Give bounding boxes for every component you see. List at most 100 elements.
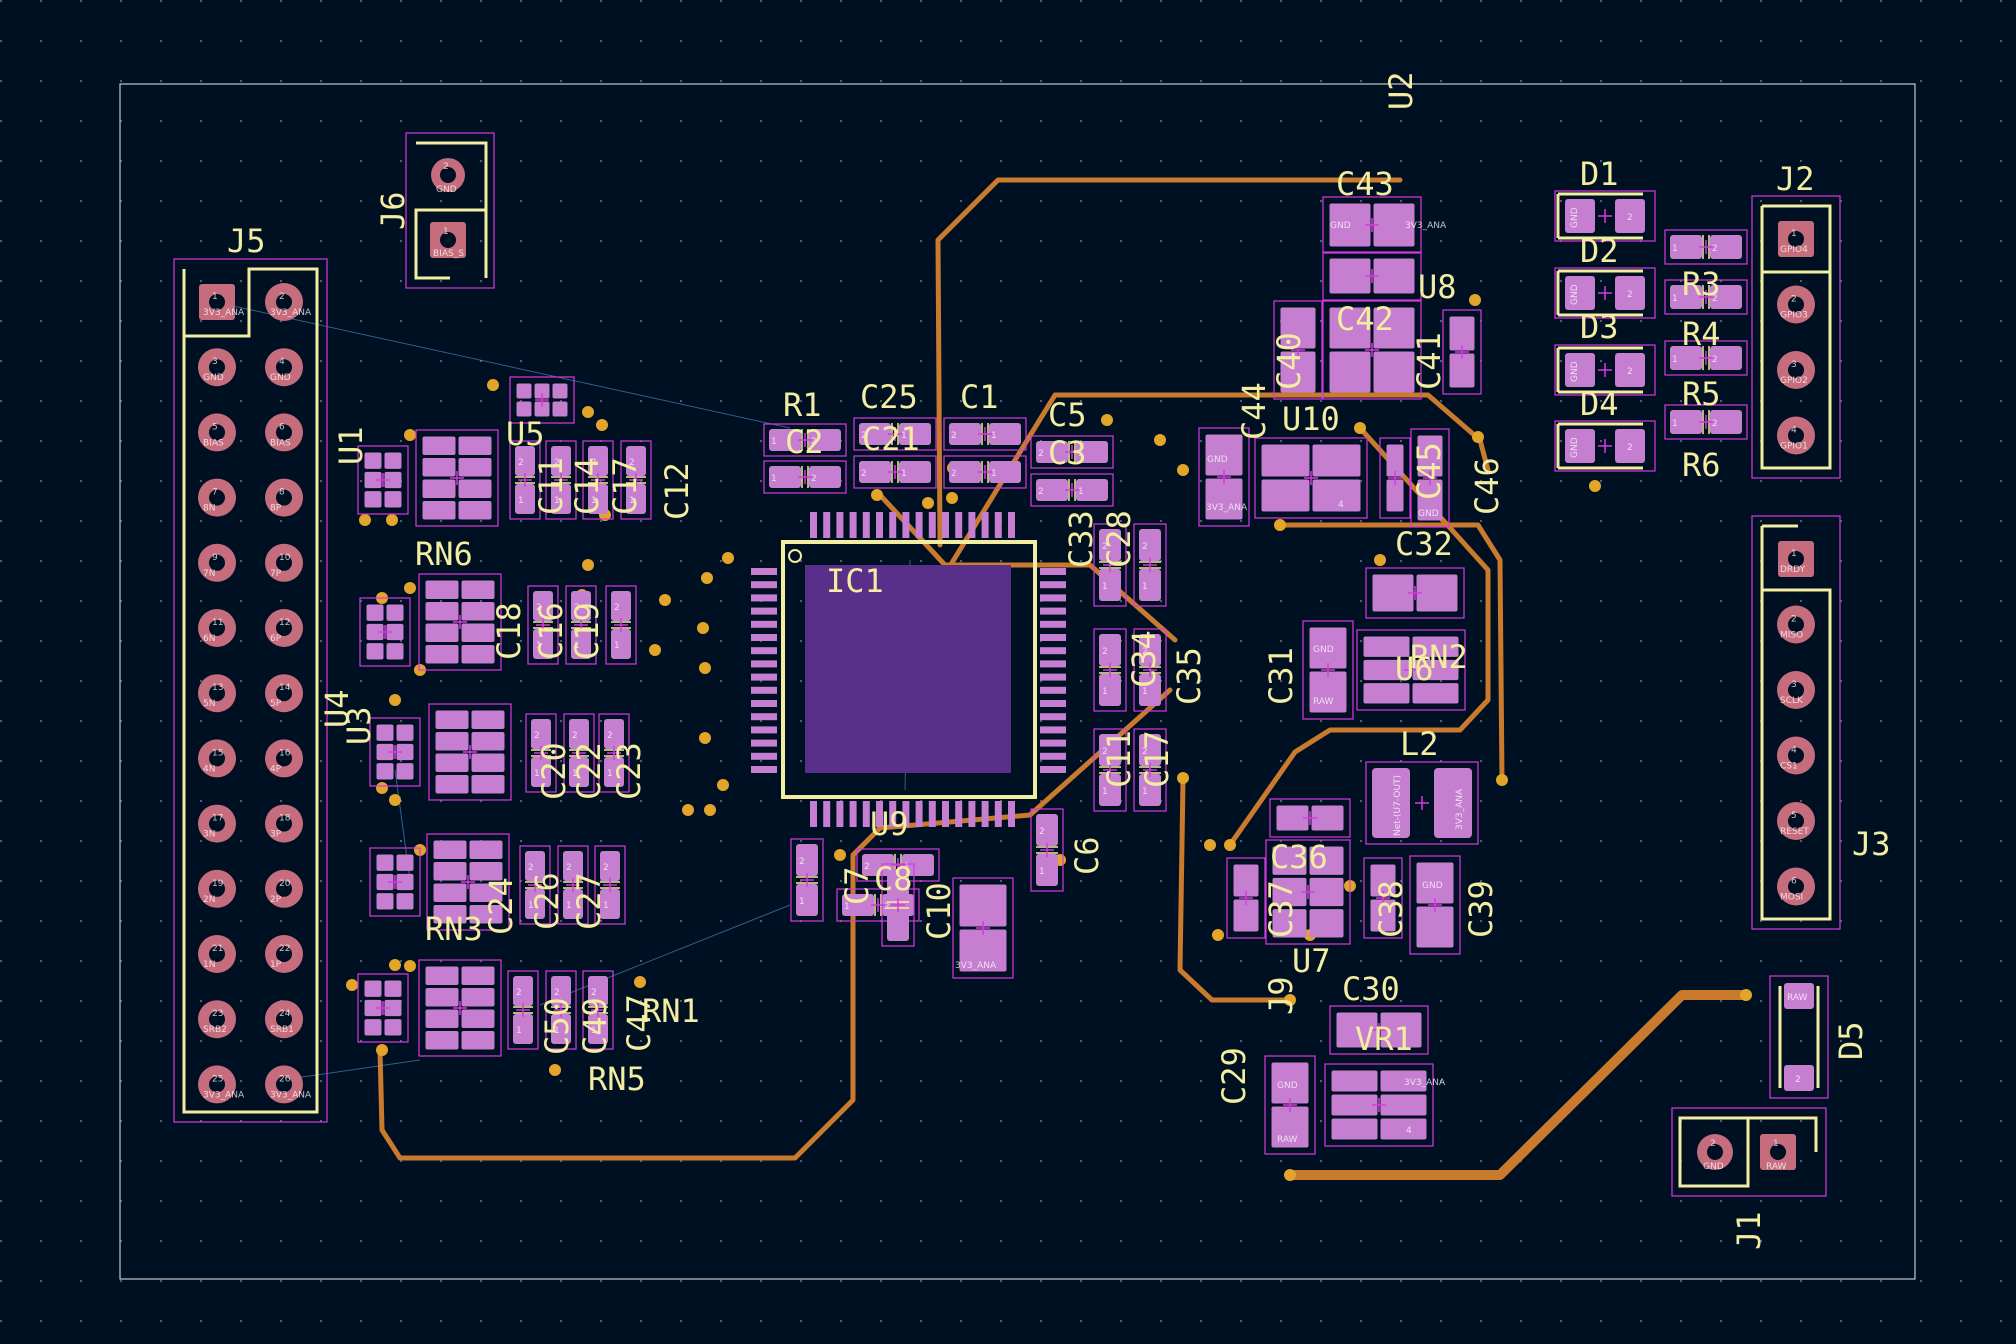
pad[interactable] [1309,909,1344,938]
pad[interactable] [461,602,495,621]
pad[interactable] [422,501,456,520]
pad[interactable] [376,854,394,871]
ic1-thermal-pad[interactable] [805,565,1011,773]
pad[interactable] [1670,346,1702,370]
pad[interactable] [461,623,495,643]
pad[interactable] [1380,1094,1427,1116]
inductor-l2[interactable]: Net-(U7-OUT)3V3_ANA [1365,761,1479,845]
pad[interactable] [1565,199,1595,233]
pad[interactable] [1311,805,1344,831]
pad[interactable] [461,645,495,664]
pad[interactable] [531,757,551,787]
smd-package[interactable] [369,847,421,917]
pad[interactable] [471,753,505,773]
pad[interactable] [525,851,545,881]
smd-package[interactable] [359,597,411,667]
pad[interactable] [1099,569,1121,601]
pad[interactable] [989,461,1021,483]
smd-passive[interactable]: 21 [620,440,652,520]
pad[interactable] [376,873,394,891]
pad[interactable] [959,929,1007,972]
pad[interactable] [396,854,414,871]
pad[interactable] [425,1009,459,1029]
pad[interactable] [604,757,624,787]
pad[interactable] [1449,316,1475,351]
pad[interactable] [435,753,469,773]
pad[interactable] [1615,429,1645,463]
pad[interactable] [425,602,459,621]
pad[interactable] [571,591,591,621]
pad[interactable] [769,466,801,488]
pad[interactable] [551,976,571,1006]
pad[interactable] [552,401,568,417]
smd-passive[interactable]: 21 [545,970,577,1050]
pad[interactable] [525,889,545,919]
pad[interactable] [862,854,894,876]
pad[interactable] [376,724,394,741]
pad[interactable] [1276,805,1309,831]
pad[interactable] [1363,683,1410,704]
pad[interactable] [588,976,608,1006]
pad[interactable] [1272,909,1307,938]
pad[interactable] [386,643,404,660]
pad[interactable] [1615,276,1645,310]
pad[interactable] [887,869,909,901]
pad[interactable] [376,743,394,761]
pad[interactable] [626,484,646,514]
pad[interactable] [471,710,505,730]
pad[interactable] [1139,734,1161,766]
pad[interactable] [1205,478,1243,520]
pad[interactable] [1261,444,1310,477]
pad[interactable] [461,966,495,986]
pad[interactable] [859,423,891,445]
smd-passive[interactable]: 21 [1030,808,1064,892]
pad[interactable] [425,966,459,986]
pad[interactable] [1036,441,1068,463]
pad[interactable] [1312,479,1361,512]
pad[interactable] [1329,307,1371,349]
ic-ic1[interactable]: IC1 [751,512,1066,827]
pad[interactable] [396,873,414,891]
pad[interactable] [366,604,384,621]
pad[interactable] [1272,846,1307,875]
pad[interactable] [796,884,818,916]
pad[interactable] [364,980,382,997]
pad[interactable] [515,484,535,514]
pad[interactable] [1099,674,1121,706]
pad[interactable] [1373,307,1415,349]
pad[interactable] [887,909,909,941]
pad[interactable] [1312,444,1361,477]
pad[interactable] [1710,410,1742,434]
smd-package[interactable] [1226,857,1266,939]
pad[interactable] [534,401,550,417]
smd-package[interactable] [1363,857,1403,939]
pad[interactable] [458,458,492,477]
pad[interactable] [600,889,620,919]
pad[interactable] [1370,864,1396,897]
pad[interactable] [366,643,384,660]
smd-passive[interactable]: 21 [525,713,557,793]
pad[interactable] [1139,569,1161,601]
pad[interactable] [396,724,414,741]
pad[interactable] [1272,877,1307,907]
pad[interactable] [425,645,459,664]
pad[interactable] [513,976,533,1006]
pad[interactable] [461,988,495,1007]
pad[interactable] [376,763,394,780]
pad[interactable] [1099,734,1121,766]
pad[interactable] [384,999,402,1017]
pad[interactable] [1076,479,1108,501]
pad[interactable] [376,893,394,910]
smd-passive[interactable]: 21 [582,440,614,520]
pad[interactable] [1565,353,1595,387]
pad[interactable] [1380,1070,1427,1092]
smd-passive[interactable]: 21 [1093,523,1127,607]
smd-package[interactable] [426,833,510,931]
pad[interactable] [588,1014,608,1044]
